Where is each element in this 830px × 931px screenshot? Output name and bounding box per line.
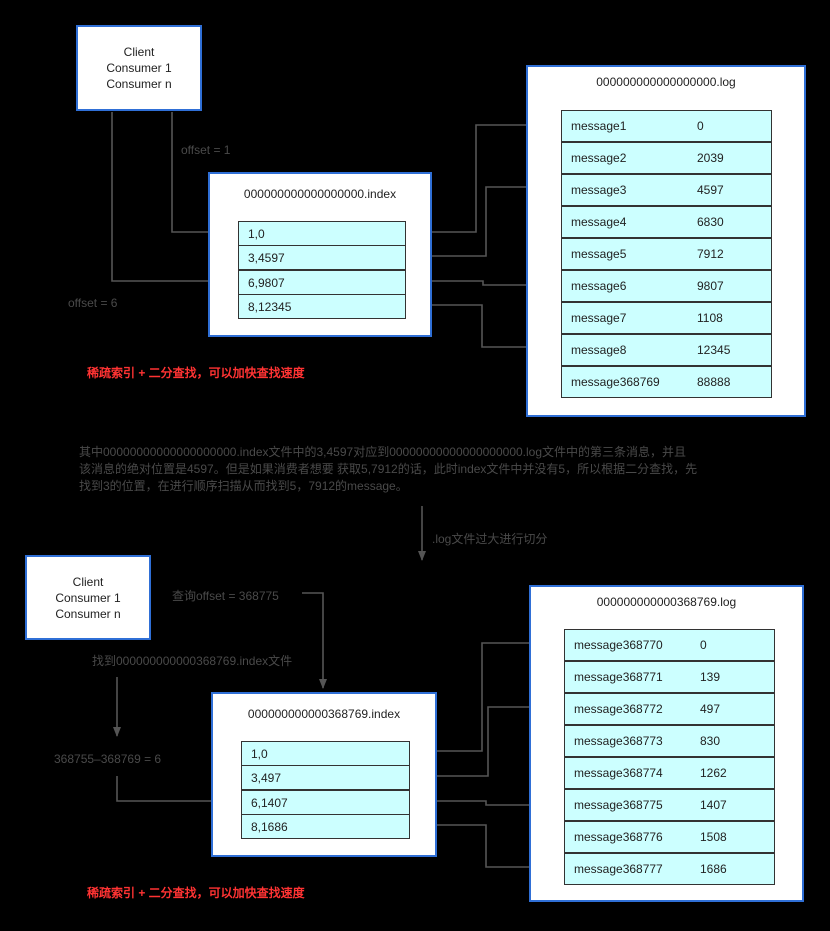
log-entry-position: 2039 xyxy=(697,151,724,165)
client-line: Consumer 1 xyxy=(55,590,121,605)
arrow-b-idx8-msg7 xyxy=(408,824,563,871)
log-file-title: 000000000000368769.log xyxy=(596,595,737,609)
log-entry-name: message7 xyxy=(571,311,627,325)
arrow-query xyxy=(302,592,327,689)
log-entry: message368773 830 xyxy=(564,725,775,757)
log-entry-name: message368771 xyxy=(574,670,663,684)
arrow-b-idx1-msg0 xyxy=(408,639,556,752)
log-entry-name: message2 xyxy=(571,151,627,165)
bottom-log-file: 000000000000368769.log message368770 0 m… xyxy=(529,585,804,902)
offset6-label: offset = 6 xyxy=(68,296,118,310)
log-entry-position: 9807 xyxy=(697,279,724,293)
log-entry-position: 1262 xyxy=(700,766,727,780)
arrow-b-idx3-msg2 xyxy=(408,703,563,777)
log-entry-position: 497 xyxy=(700,702,721,716)
log-entry: message368777 1686 xyxy=(564,853,775,885)
log-entry-name: message368769 xyxy=(571,375,660,389)
split-label: .log文件过大进行切分 xyxy=(432,532,548,546)
log-entry: message3 4597 xyxy=(561,174,772,206)
client-line: Client xyxy=(123,45,155,59)
log-entry: message368769 88888 xyxy=(561,366,772,398)
log-entry-name: message368775 xyxy=(574,798,663,812)
log-entry-position: 4597 xyxy=(697,183,724,197)
arrow-offset6 xyxy=(111,112,237,285)
find-index-label: 找到000000000000368769.index文件 xyxy=(92,654,293,668)
bottom-client-box: Client Consumer 1 Consumer n xyxy=(25,555,151,640)
log-entry-position: 0 xyxy=(697,119,704,133)
index-entry: 8,1686 xyxy=(241,814,410,839)
log-entry-name: message6 xyxy=(571,279,627,293)
log-entry-position: 1508 xyxy=(700,830,727,844)
log-entry-name: message5 xyxy=(571,247,627,261)
index-entry: 1,0 xyxy=(238,221,406,246)
top-log-file: 000000000000000000.log message1 0 messag… xyxy=(526,65,806,417)
log-file-title: 000000000000000000.log xyxy=(596,75,736,89)
log-entry: message368771 139 xyxy=(564,661,775,693)
log-entry-position: 6830 xyxy=(697,215,724,229)
log-entry-position: 88888 xyxy=(697,375,731,389)
log-entry-position: 830 xyxy=(700,734,721,748)
explanation-paragraph: 其中00000000000000000000.index文件中的3,4597对应… xyxy=(79,444,779,495)
log-entry: message368772 497 xyxy=(564,693,775,725)
log-entry: message368774 1262 xyxy=(564,757,775,789)
log-entry: message6 9807 xyxy=(561,270,772,302)
bottom-index-file: 000000000000368769.index 1,0 3,497 6,140… xyxy=(211,692,437,857)
index-entry: 3,4597 xyxy=(238,245,406,270)
explanation-line: 该消息的绝对位置是4597。但是如果消费者想要 获取5,7912的话，此时ind… xyxy=(79,462,698,476)
index-entry: 1,0 xyxy=(241,741,410,766)
client-line: Client xyxy=(72,574,104,589)
arrow-idx6-msg6 xyxy=(404,280,560,289)
log-entry: message2 2039 xyxy=(561,142,772,174)
log-entry: message5 7912 xyxy=(561,238,772,270)
log-entry-position: 1686 xyxy=(700,862,727,876)
arrow-idx1-msg1 xyxy=(404,121,553,233)
log-entry-position: 1407 xyxy=(700,798,727,812)
log-entry-name: message368777 xyxy=(574,862,663,876)
log-entry-name: message8 xyxy=(571,343,627,357)
query-offset-label: 查询offset = 368775 xyxy=(172,589,279,603)
relative-offset-calc: 368755–368769 = 6 xyxy=(54,752,162,766)
log-entry-name: message368770 xyxy=(574,638,663,652)
log-entry-position: 139 xyxy=(700,670,721,684)
index-entry: 6,9807 xyxy=(238,270,406,295)
offset1-label: offset = 1 xyxy=(181,143,231,157)
top-sparse-index-note: 稀疏索引 + 二分查找，可以加快查找速度 xyxy=(87,366,305,380)
log-entry-name: message368774 xyxy=(574,766,663,780)
client-line: Consumer 1 xyxy=(106,61,172,75)
log-entry-position: 1108 xyxy=(697,311,723,325)
index-file-title: 000000000000368769.index xyxy=(247,707,401,721)
explanation-line: 找到3的位置，在进行顺序扫描从而找到5，7912的message。 xyxy=(79,479,408,493)
bottom-sparse-index-note: 稀疏索引 + 二分查找，可以加快查找速度 xyxy=(87,886,305,900)
log-entry-position: 12345 xyxy=(697,343,731,357)
log-entry-name: message1 xyxy=(571,119,627,133)
log-entry: message4 6830 xyxy=(561,206,772,238)
index-file-title: 000000000000000000.index xyxy=(243,187,397,201)
log-entry-name: message368773 xyxy=(574,734,663,748)
top-client-box: Client Consumer 1 Consumer n xyxy=(76,25,202,111)
index-entry: 3,497 xyxy=(241,765,410,790)
log-entry-position: 7912 xyxy=(697,247,724,261)
index-entry: 6,1407 xyxy=(241,790,410,815)
log-entry-name: message3 xyxy=(571,183,627,197)
top-index-file: 000000000000000000.index 1,0 3,4597 6,98… xyxy=(208,172,432,337)
log-entry: message368775 1407 xyxy=(564,789,775,821)
log-entry: message8 12345 xyxy=(561,334,772,366)
explanation-line: 其中00000000000000000000.index文件中的3,4597对应… xyxy=(79,445,687,459)
log-entry: message7 1108 xyxy=(561,302,772,334)
log-entry-name: message368772 xyxy=(574,702,663,716)
arrow-calc xyxy=(116,776,241,805)
client-line: Consumer n xyxy=(55,606,121,621)
client-line: Consumer n xyxy=(106,77,172,91)
index-entry: 8,12345 xyxy=(238,294,406,319)
arrow-idx8-msg8 xyxy=(404,304,560,351)
log-entry: message368770 0 xyxy=(564,629,775,661)
log-entry-name: message4 xyxy=(571,215,627,229)
log-entry-position: 0 xyxy=(700,638,707,652)
log-entry: message368776 1508 xyxy=(564,821,775,853)
arrow-b-idx6-msg5 xyxy=(408,800,563,809)
log-entry-name: message368776 xyxy=(574,830,663,844)
arrow-idx3-msg3 xyxy=(404,183,560,257)
log-entry: message1 0 xyxy=(561,110,772,142)
